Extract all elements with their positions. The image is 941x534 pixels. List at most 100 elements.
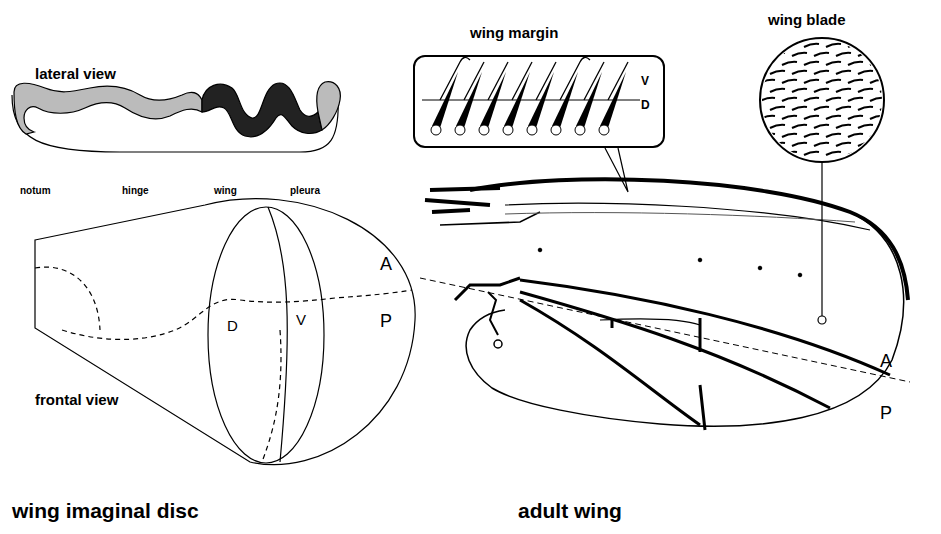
hair <box>880 71 895 74</box>
hair <box>858 125 873 128</box>
hair <box>870 62 885 65</box>
hair <box>782 134 797 137</box>
hair <box>826 62 841 65</box>
hair <box>848 98 863 101</box>
dorsal-bristle <box>432 72 458 128</box>
callout-leader <box>605 148 826 324</box>
hair <box>870 44 885 47</box>
margin-bristles <box>431 57 628 135</box>
dorsal-bristle <box>504 72 530 128</box>
hair <box>836 143 851 146</box>
region-name: pleura <box>290 186 320 196</box>
hair <box>836 125 851 128</box>
bristle-socket <box>551 125 561 135</box>
hair <box>826 134 841 137</box>
hair <box>760 98 775 101</box>
region-name: hinge <box>122 186 149 196</box>
hair <box>814 71 829 74</box>
hair <box>880 143 895 146</box>
wing-blade-callout <box>760 38 884 162</box>
hair <box>826 80 841 83</box>
axis-letter: P <box>880 404 892 422</box>
hair <box>848 80 863 83</box>
hair <box>770 89 785 92</box>
axis-letter: V <box>296 312 306 327</box>
hair <box>870 98 885 101</box>
hair <box>770 107 785 110</box>
hair <box>770 125 785 128</box>
hair <box>792 107 807 110</box>
hair <box>782 116 797 119</box>
margin-line <box>422 100 640 101</box>
hair <box>792 89 807 92</box>
hair <box>770 143 785 146</box>
hair <box>826 116 841 119</box>
hair <box>814 143 829 146</box>
hair <box>814 53 829 56</box>
view-title: lateral view <box>35 66 116 81</box>
hair <box>760 134 775 137</box>
hair <box>880 89 895 92</box>
frontal-disc <box>35 199 415 465</box>
hair <box>880 53 895 56</box>
dorsal-bristle <box>552 72 578 128</box>
bristle-socket <box>527 125 537 135</box>
hair <box>880 125 895 128</box>
hair <box>848 116 863 119</box>
bristle-socket <box>599 125 609 135</box>
bristle-socket <box>503 125 513 135</box>
hair <box>858 71 873 74</box>
axis-letter: P <box>380 312 392 330</box>
figure-title: adult wing <box>518 500 622 521</box>
hair <box>880 107 895 110</box>
hair <box>836 53 851 56</box>
hair <box>858 89 873 92</box>
region-name: notum <box>20 186 51 196</box>
hair <box>814 89 829 92</box>
hair <box>804 134 819 137</box>
hair <box>804 44 819 47</box>
hair <box>814 107 829 110</box>
dorsal-bristle <box>528 72 554 128</box>
hair <box>804 116 819 119</box>
axis-letter: A <box>380 255 392 273</box>
hair <box>804 152 819 155</box>
bristle-socket <box>575 125 585 135</box>
adult-wing <box>420 179 910 430</box>
hair <box>858 107 873 110</box>
hair <box>836 71 851 74</box>
hair <box>782 80 797 83</box>
hair <box>782 44 797 47</box>
hair <box>858 53 873 56</box>
hair <box>792 53 807 56</box>
dorsal-bristle <box>480 72 506 128</box>
hair <box>804 98 819 101</box>
wing-hairs <box>760 44 895 155</box>
callout-title: wing margin <box>470 25 558 40</box>
hair <box>792 125 807 128</box>
hair <box>848 44 863 47</box>
surface-letter: V <box>641 75 649 87</box>
axis-letter: D <box>227 318 238 333</box>
hair <box>760 80 775 83</box>
hair <box>760 62 775 65</box>
dorsal-bristle <box>600 72 626 128</box>
hair <box>836 107 851 110</box>
hair <box>792 71 807 74</box>
lateral-disc <box>12 82 340 152</box>
hair <box>760 44 775 47</box>
bristle-socket <box>455 125 465 135</box>
hair <box>760 152 775 155</box>
hair <box>826 98 841 101</box>
hair <box>814 125 829 128</box>
bristle-socket <box>431 125 441 135</box>
hair <box>870 116 885 119</box>
hair <box>760 116 775 119</box>
hair <box>792 143 807 146</box>
hair <box>770 71 785 74</box>
hair <box>804 62 819 65</box>
view-title: frontal view <box>35 392 118 407</box>
callout-title: wing blade <box>768 12 846 27</box>
region-name: wing <box>214 186 237 196</box>
